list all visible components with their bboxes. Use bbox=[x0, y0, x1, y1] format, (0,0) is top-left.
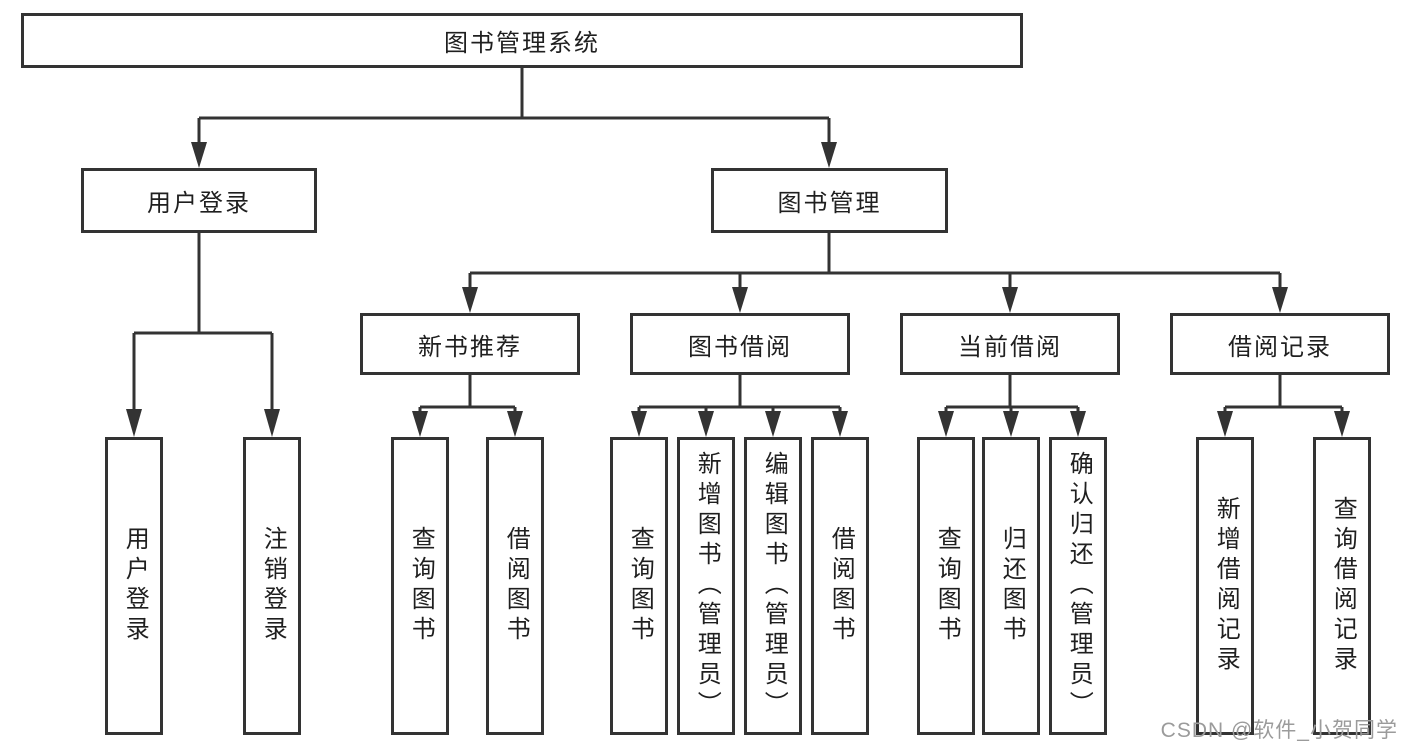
node-book-borrowing: 图书借阅 bbox=[630, 313, 850, 375]
leaf-add-books-admin: 新增图书（管理员） bbox=[677, 437, 735, 735]
leaf-user-login: 用户登录 bbox=[105, 437, 163, 735]
leaf-borrow-books-borrowing: 借阅图书 bbox=[811, 437, 869, 735]
connector-borrow-records-children bbox=[1217, 375, 1350, 437]
node-book-borrowing-label: 图书借阅 bbox=[688, 333, 792, 361]
node-user-login-label: 用户登录 bbox=[147, 190, 251, 217]
leaf-return-books: 归还图书 bbox=[982, 437, 1040, 735]
node-book-management-label: 图书管理 bbox=[777, 190, 882, 217]
node-current-borrowing-label: 当前借阅 bbox=[958, 333, 1062, 361]
leaf-logout: 注销登录 bbox=[243, 437, 301, 735]
leaf-query-books-borrowing-label: 查询图书 bbox=[626, 526, 654, 646]
leaf-user-login-label: 用户登录 bbox=[121, 526, 149, 646]
connector-root-to-level2 bbox=[191, 68, 837, 168]
leaf-add-borrow-record: 新增借阅记录 bbox=[1196, 437, 1254, 735]
node-new-book-recommend: 新书推荐 bbox=[360, 313, 580, 375]
node-user-login: 用户登录 bbox=[81, 168, 317, 233]
node-borrowing-records-label: 借阅记录 bbox=[1228, 333, 1332, 361]
node-book-management: 图书管理 bbox=[711, 168, 948, 233]
node-borrowing-records: 借阅记录 bbox=[1170, 313, 1390, 375]
connector-current-borrow-children bbox=[938, 375, 1086, 437]
node-library-system-label: 图书管理系统 bbox=[444, 30, 600, 57]
leaf-query-books-current: 查询图书 bbox=[917, 437, 975, 735]
leaf-borrow-books-borrowing-label: 借阅图书 bbox=[827, 526, 855, 646]
leaf-query-books-borrowing: 查询图书 bbox=[610, 437, 668, 735]
connector-book-mgmt-to-level3 bbox=[462, 233, 1288, 313]
leaf-add-borrow-record-label: 新增借阅记录 bbox=[1212, 496, 1240, 676]
leaf-query-borrow-record: 查询借阅记录 bbox=[1313, 437, 1371, 735]
watermark: CSDN @软件_小贺同学 bbox=[1160, 719, 1398, 742]
leaf-edit-books-admin-label: 编辑图书（管理员） bbox=[760, 451, 788, 721]
leaf-query-books-current-label: 查询图书 bbox=[933, 526, 961, 646]
leaf-confirm-return-admin-label: 确认归还（管理员） bbox=[1065, 451, 1093, 721]
leaf-query-borrow-record-label: 查询借阅记录 bbox=[1329, 496, 1357, 676]
connector-new-book-children bbox=[412, 375, 523, 437]
connector-book-borrow-children bbox=[631, 375, 848, 437]
leaf-add-books-admin-label: 新增图书（管理员） bbox=[693, 451, 721, 721]
node-current-borrowing: 当前借阅 bbox=[900, 313, 1120, 375]
leaf-query-books-recommend-label: 查询图书 bbox=[407, 526, 435, 646]
leaf-borrow-books-recommend: 借阅图书 bbox=[486, 437, 544, 735]
leaf-edit-books-admin: 编辑图书（管理员） bbox=[744, 437, 802, 735]
leaf-borrow-books-recommend-label: 借阅图书 bbox=[502, 526, 530, 646]
leaf-logout-label: 注销登录 bbox=[259, 526, 287, 646]
node-library-system: 图书管理系统 bbox=[21, 13, 1023, 68]
node-new-book-recommend-label: 新书推荐 bbox=[418, 333, 522, 361]
leaf-query-books-recommend: 查询图书 bbox=[391, 437, 449, 735]
connector-user-login-children bbox=[126, 233, 280, 437]
leaf-confirm-return-admin: 确认归还（管理员） bbox=[1049, 437, 1107, 735]
leaf-return-books-label: 归还图书 bbox=[998, 526, 1026, 646]
